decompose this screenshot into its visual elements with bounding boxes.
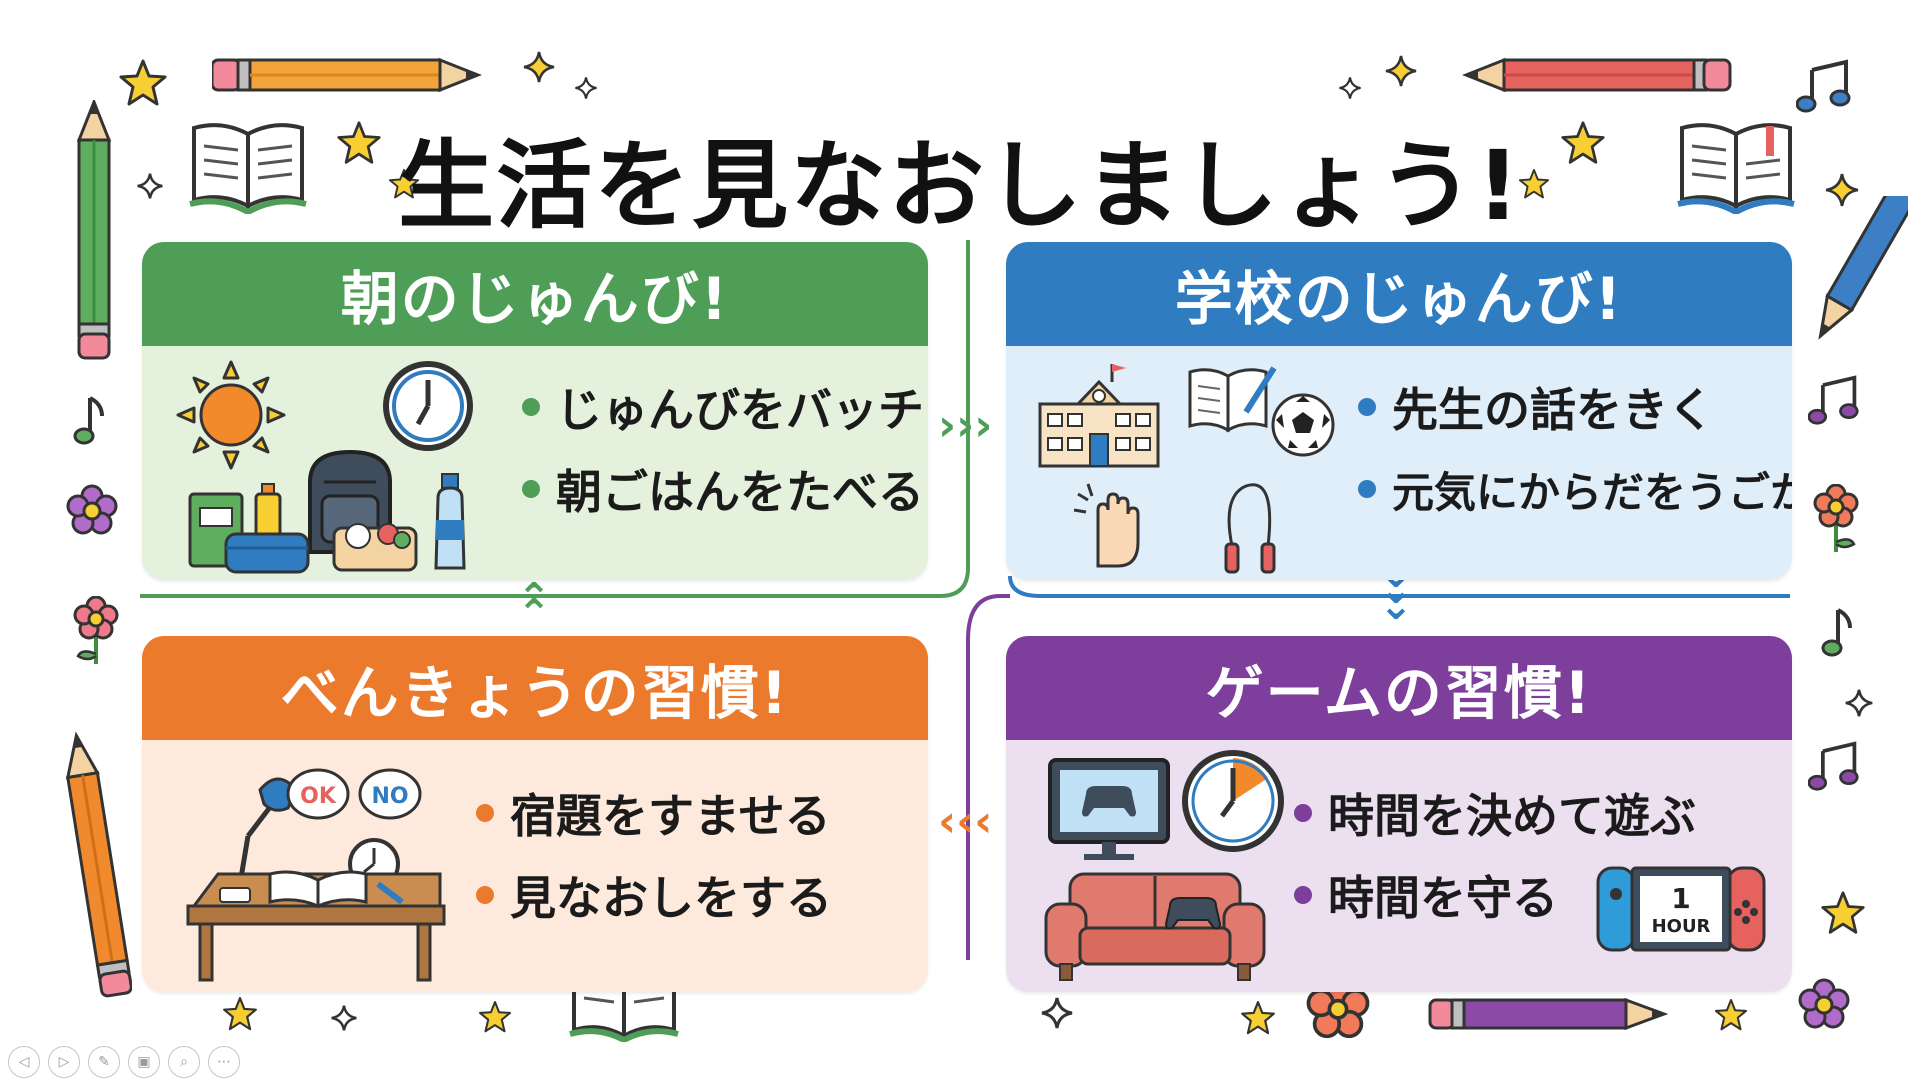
timer-number: 1 xyxy=(1671,882,1690,915)
list-item: 元気にからだをうごかす xyxy=(1358,448,1792,530)
pencil-decoration xyxy=(1818,196,1908,340)
star-decoration xyxy=(388,168,420,199)
presentation-nav-bar: ◁ ▷ ✎ ▣ ⌕ ⋯ xyxy=(8,1046,240,1078)
music-note-decoration xyxy=(1808,741,1859,791)
card-morning: 朝のじゅんび! xyxy=(142,242,928,580)
star-decoration xyxy=(1241,1001,1275,1035)
card-morning-body: じゅんびをバッチリ 朝ごはんをたべる xyxy=(142,346,928,580)
star-decoration xyxy=(1561,121,1605,164)
music-note-decoration xyxy=(1821,608,1852,657)
pencil-decoration xyxy=(1462,57,1732,93)
music-note-decoration xyxy=(1796,59,1851,113)
pencil-decoration xyxy=(65,731,132,998)
list-item: 時間を決めて遊ぶ xyxy=(1294,772,1696,854)
pencil-decoration xyxy=(76,100,112,360)
star-decoration xyxy=(1715,999,1747,1031)
card-game-body: 時間を決めて遊ぶ 時間を守る 1 HOUR xyxy=(1006,740,1792,992)
chevron-left-icon: ‹‹‹ xyxy=(938,796,993,847)
flower-decoration xyxy=(1798,978,1850,1029)
list-item: 見なおしをする xyxy=(476,854,832,936)
sparkle-decoration xyxy=(331,1005,357,1031)
card-study-list: 宿題をすませる 見なおしをする xyxy=(476,772,832,936)
zoom-icon[interactable]: ⌕ xyxy=(168,1046,200,1078)
list-item: 宿題をすませる xyxy=(476,772,832,854)
timer-clock-icon xyxy=(1182,750,1284,852)
no-bubble-label: NO xyxy=(371,784,408,809)
page-title: 生活を見なおしましょう! xyxy=(398,130,1522,242)
flower-decoration xyxy=(66,484,118,535)
desk-icon: OK NO xyxy=(186,768,446,982)
lunch-box-icon xyxy=(332,523,418,572)
star-decoration xyxy=(479,1001,511,1033)
card-study-header: べんきょうの習慣! xyxy=(142,636,928,740)
card-game-header: ゲームの習慣! xyxy=(1006,636,1792,740)
sparkle-decoration xyxy=(523,51,555,83)
soccer-ball-icon xyxy=(1271,393,1335,457)
music-note-decoration xyxy=(73,396,104,445)
sparkle-decoration xyxy=(1041,997,1073,1029)
list-item: 時間を守る xyxy=(1294,854,1696,936)
prev-icon[interactable]: ◁ xyxy=(8,1046,40,1078)
card-study-body: OK NO 宿題をすませる 見なおしをする xyxy=(142,740,928,992)
ok-bubble-label: OK xyxy=(300,784,337,809)
flower-decoration xyxy=(73,596,119,664)
card-morning-list: じゅんびをバッチリ 朝ごはんをたべる xyxy=(522,366,928,530)
more-icon[interactable]: ⋯ xyxy=(208,1046,240,1078)
book-pen-icon xyxy=(1188,366,1277,433)
sparkle-decoration xyxy=(575,77,597,99)
flower-decoration xyxy=(1306,976,1370,1039)
tv-icon xyxy=(1048,758,1170,860)
jump-rope-icon xyxy=(1224,483,1276,574)
pencil-decoration xyxy=(212,57,482,93)
sparkle-decoration xyxy=(137,173,163,199)
school-building-icon xyxy=(1038,364,1160,468)
raised-hand-icon xyxy=(1073,483,1140,568)
card-morning-title: 朝のじゅんび! xyxy=(340,265,730,333)
clock-icon xyxy=(383,361,473,451)
list-item: 先生の話をきく xyxy=(1358,366,1792,448)
star-decoration xyxy=(337,121,381,164)
next-icon[interactable]: ▷ xyxy=(48,1046,80,1078)
card-game-title: ゲームの習慣! xyxy=(1205,659,1593,727)
list-item: 朝ごはんをたべる xyxy=(522,448,928,530)
flower-decoration xyxy=(1813,484,1859,552)
sparkle-decoration xyxy=(1339,77,1361,99)
slides-icon[interactable]: ▣ xyxy=(128,1046,160,1078)
water-bottle-icon xyxy=(434,473,466,570)
card-game-list: 時間を決めて遊ぶ 時間を守る xyxy=(1294,772,1696,936)
star-decoration xyxy=(119,59,167,106)
card-school-header: 学校のじゅんび! xyxy=(1006,242,1792,346)
star-decoration xyxy=(223,997,257,1031)
star-decoration xyxy=(1518,168,1550,199)
sparkle-decoration xyxy=(1845,689,1873,717)
card-school: 学校のじゅんび! xyxy=(1006,242,1792,580)
list-item: じゅんびをバッチリ xyxy=(522,366,928,448)
pencil-decoration xyxy=(1428,997,1668,1031)
card-game: ゲームの習慣! 時間を決 xyxy=(1006,636,1792,992)
pencil-case-icon xyxy=(224,532,310,574)
music-note-decoration xyxy=(1808,375,1859,425)
open-book-decoration xyxy=(1677,123,1795,214)
pen-icon[interactable]: ✎ xyxy=(88,1046,120,1078)
card-study: べんきょうの習慣! OK NO xyxy=(142,636,928,992)
star-decoration xyxy=(1821,891,1865,934)
timer-unit: HOUR xyxy=(1652,916,1711,937)
handheld-console-icon: 1 HOUR xyxy=(1596,866,1766,952)
open-book-decoration xyxy=(189,123,307,214)
chevron-up-icon: ⌃⌃⌃ xyxy=(517,559,551,637)
card-morning-header: 朝のじゅんび! xyxy=(142,242,928,346)
sparkle-decoration xyxy=(1825,173,1859,207)
card-school-title: 学校のじゅんび! xyxy=(1174,265,1624,333)
card-school-body: 先生の話をきく 元気にからだをうごかす xyxy=(1006,346,1792,580)
sofa-icon xyxy=(1044,872,1266,981)
card-study-title: べんきょうの習慣! xyxy=(280,659,790,727)
sun-icon xyxy=(176,360,286,470)
sparkle-decoration xyxy=(1385,55,1417,87)
chevron-right-icon: ››› xyxy=(938,400,993,451)
card-school-list: 先生の話をきく 元気にからだをうごかす xyxy=(1358,366,1792,530)
